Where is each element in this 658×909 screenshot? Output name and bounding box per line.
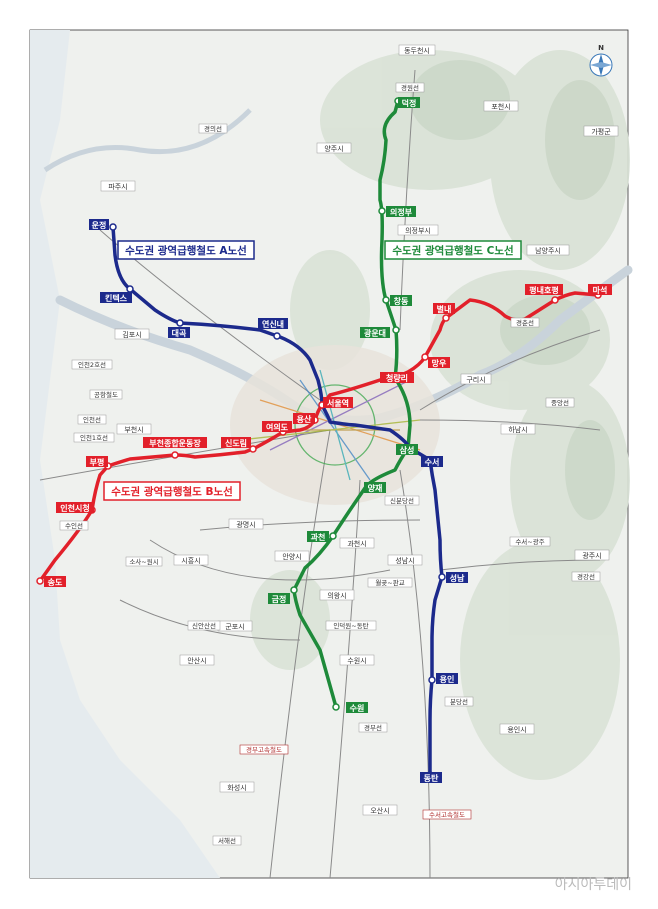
region-label: 김포시 bbox=[122, 331, 141, 339]
region-label: 화성시 bbox=[227, 783, 246, 792]
rail-label: 인천1호선 bbox=[80, 433, 108, 442]
rail-label: 인천선 bbox=[83, 415, 101, 424]
region-label: 부천시 bbox=[124, 425, 143, 434]
station-label-changdong: 창동 bbox=[394, 296, 409, 306]
region-label: 파주시 bbox=[108, 182, 127, 191]
station-label-sindorim: 신도림 bbox=[225, 438, 247, 448]
region-label: 가평군 bbox=[591, 127, 611, 136]
station-label-bucheon-stadium: 부천종합운동장 bbox=[149, 438, 201, 448]
region-label: 양주시 bbox=[324, 145, 343, 153]
region-label: 광주시 bbox=[582, 552, 601, 560]
station-label-dongtan: 동탄 bbox=[424, 773, 439, 783]
station-label-pyeongnae-hopyeong: 평내호평 bbox=[529, 285, 558, 295]
station-label-yongsan: 용산 bbox=[297, 414, 312, 424]
station-label-seoul-station: 서울역 bbox=[327, 398, 349, 408]
region-label: 용인시 bbox=[507, 725, 526, 734]
rail-label: 수인선 bbox=[65, 521, 83, 530]
station-label-yangjae: 양재 bbox=[368, 483, 383, 493]
station-label-gwacheon: 과천 bbox=[311, 532, 326, 542]
sea-area bbox=[30, 30, 220, 878]
region-label: 하남시 bbox=[508, 425, 527, 434]
line-a-title-box: 수도권 광역급행철도 A노선 bbox=[117, 240, 255, 260]
region-label: 오산시 bbox=[370, 806, 389, 815]
compass-north-label: N bbox=[598, 44, 604, 52]
region-label: 남양주시 bbox=[535, 246, 561, 255]
rail-label: 경의선 bbox=[204, 124, 222, 133]
region-labels: 동두천시 양주시 포천시 가평군 파주시 의정부시 남양주시 김포시 구리시 하… bbox=[100, 44, 619, 816]
rail-label: 서해선 bbox=[218, 836, 236, 845]
region-label: 시흥시 bbox=[181, 556, 200, 565]
region-label: 구리시 bbox=[466, 375, 485, 384]
line-b-title: 수도권 광역급행철도 B노선 bbox=[111, 485, 233, 498]
station-label-uijeongbu: 의정부 bbox=[390, 207, 413, 217]
region-label: 포천시 bbox=[491, 102, 510, 111]
rail-label: 신안산선 bbox=[192, 621, 216, 630]
rail-label: 경춘선 bbox=[516, 318, 534, 327]
rail-label: 경강선 bbox=[577, 572, 595, 581]
station-label-suseo: 수서 bbox=[425, 457, 440, 467]
station-label-mangu: 망우 bbox=[432, 358, 447, 368]
station-label-incheon-cityhall: 인천시청 bbox=[60, 503, 89, 513]
rail-label: 경부선 bbox=[364, 723, 382, 732]
station-label-songdo: 송도 bbox=[48, 577, 63, 587]
rail-label: 중앙선 bbox=[551, 398, 569, 407]
line-c-labels: 덕정 의정부 창동 광운대 삼성 양재 과천 금정 수원 bbox=[268, 97, 420, 713]
station-label-gwangundae: 광운대 bbox=[364, 328, 386, 338]
line-a-title: 수도권 광역급행철도 A노선 bbox=[125, 244, 247, 257]
region-label: 군포시 bbox=[225, 623, 244, 631]
north-compass-icon: N bbox=[589, 44, 613, 77]
region-label: 과천시 bbox=[347, 539, 366, 548]
rail-label: 경원선 bbox=[401, 83, 419, 92]
watermark: 아시아투데이 bbox=[555, 877, 632, 893]
station-label-cheongnyangni: 청량리 bbox=[386, 373, 408, 383]
line-a-labels: 운정 킨텍스 대곡 연신내 수서 성남 용인 동탄 bbox=[89, 219, 468, 783]
region-label: 안산시 bbox=[187, 656, 206, 665]
rail-label: 수서~광주 bbox=[515, 537, 544, 546]
station-label-bupyeong: 부평 bbox=[90, 457, 105, 467]
station-label-maseok: 마석 bbox=[593, 285, 608, 295]
region-label: 의정부시 bbox=[405, 226, 431, 235]
region-label: 안양시 bbox=[282, 552, 301, 561]
region-label: 광명시 bbox=[236, 520, 255, 529]
station-label-kintex: 킨텍스 bbox=[105, 293, 128, 303]
rail-label: 인천2호선 bbox=[78, 360, 106, 369]
station-label-geumjeong: 금정 bbox=[272, 594, 287, 604]
station-label-yongin: 용인 bbox=[440, 674, 455, 684]
station-label-daegok: 대곡 bbox=[172, 328, 187, 338]
rail-label: 월곶~판교 bbox=[375, 578, 404, 587]
rail-label: 경부고속철도 bbox=[246, 745, 282, 754]
station-label-yeouido: 여의도 bbox=[266, 422, 289, 432]
station-label-byeollae: 별내 bbox=[437, 304, 452, 314]
rail-labels: 경원선 경의선 경춘선 중앙선 인천2호선 공항철도 인천선 인천1호선 수인선… bbox=[59, 82, 601, 846]
station-label-samseong: 삼성 bbox=[400, 445, 415, 455]
rail-label: 분당선 bbox=[450, 697, 468, 706]
rail-label: 수서고속철도 bbox=[429, 810, 465, 819]
line-b-title-box: 수도권 광역급행철도 B노선 bbox=[103, 481, 241, 501]
region-label: 수원시 bbox=[347, 656, 366, 665]
line-b-route bbox=[38, 291, 599, 583]
region-label: 동두천시 bbox=[404, 46, 430, 55]
station-label-deokjeong: 덕정 bbox=[402, 98, 417, 108]
station-label-suwon: 수원 bbox=[350, 703, 365, 713]
station-label-seongnam: 성남 bbox=[450, 573, 465, 583]
rail-label: 인덕원~동탄 bbox=[333, 621, 368, 630]
line-c-title-box: 수도권 광역급행철도 C노선 bbox=[384, 240, 522, 260]
rail-label: 공항철도 bbox=[94, 390, 118, 399]
rail-label: 신분당선 bbox=[390, 496, 414, 505]
region-label: 의왕시 bbox=[327, 591, 346, 600]
station-label-yeonsinnae: 연신내 bbox=[262, 319, 284, 329]
imjin-river bbox=[43, 108, 252, 173]
region-label: 성남시 bbox=[395, 556, 414, 565]
station-label-unjeong: 운정 bbox=[92, 220, 107, 230]
rail-label: 소사~원시 bbox=[129, 557, 158, 566]
line-b-labels: 송도 인천시청 부평 부천종합운동장 신도림 여의도 용산 서울역 청량리 망우… bbox=[44, 284, 612, 587]
line-c-route bbox=[292, 100, 412, 708]
line-c-title: 수도권 광역급행철도 C노선 bbox=[392, 244, 513, 257]
